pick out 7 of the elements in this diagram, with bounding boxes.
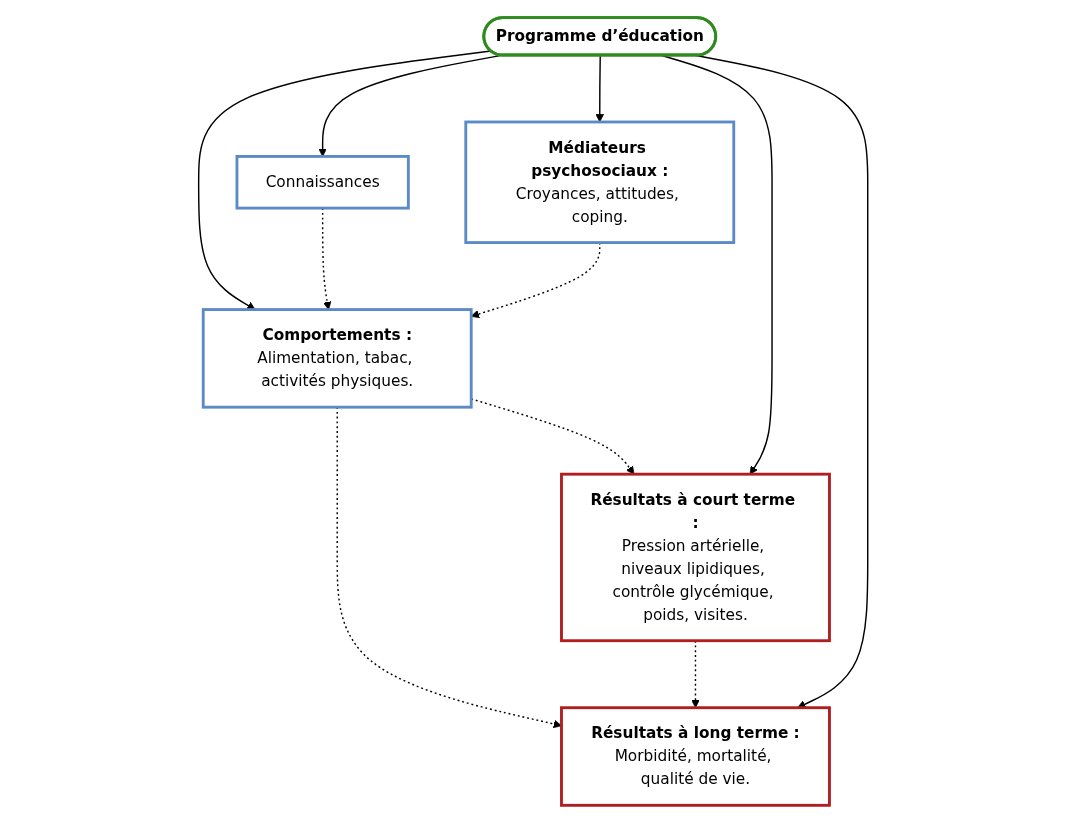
node-box: Comportements : Alimentation, tabac, activités physiques.: [202, 308, 473, 409]
arrow: [661, 54, 774, 475]
arrow: [198, 50, 492, 310]
node-box: Médiateurs psychosociaux : Croyances, attitudes, coping.: [464, 120, 736, 244]
node-box: Résultats à long terme : Morbidité, mortalité, qualité de vie.: [560, 706, 832, 807]
node-box: Connaissances: [235, 155, 411, 210]
node-box: Résultats à court terme : Pression artérielle, niveaux lipidiques, contrôle glycémique, poids, visites.: [560, 472, 832, 643]
